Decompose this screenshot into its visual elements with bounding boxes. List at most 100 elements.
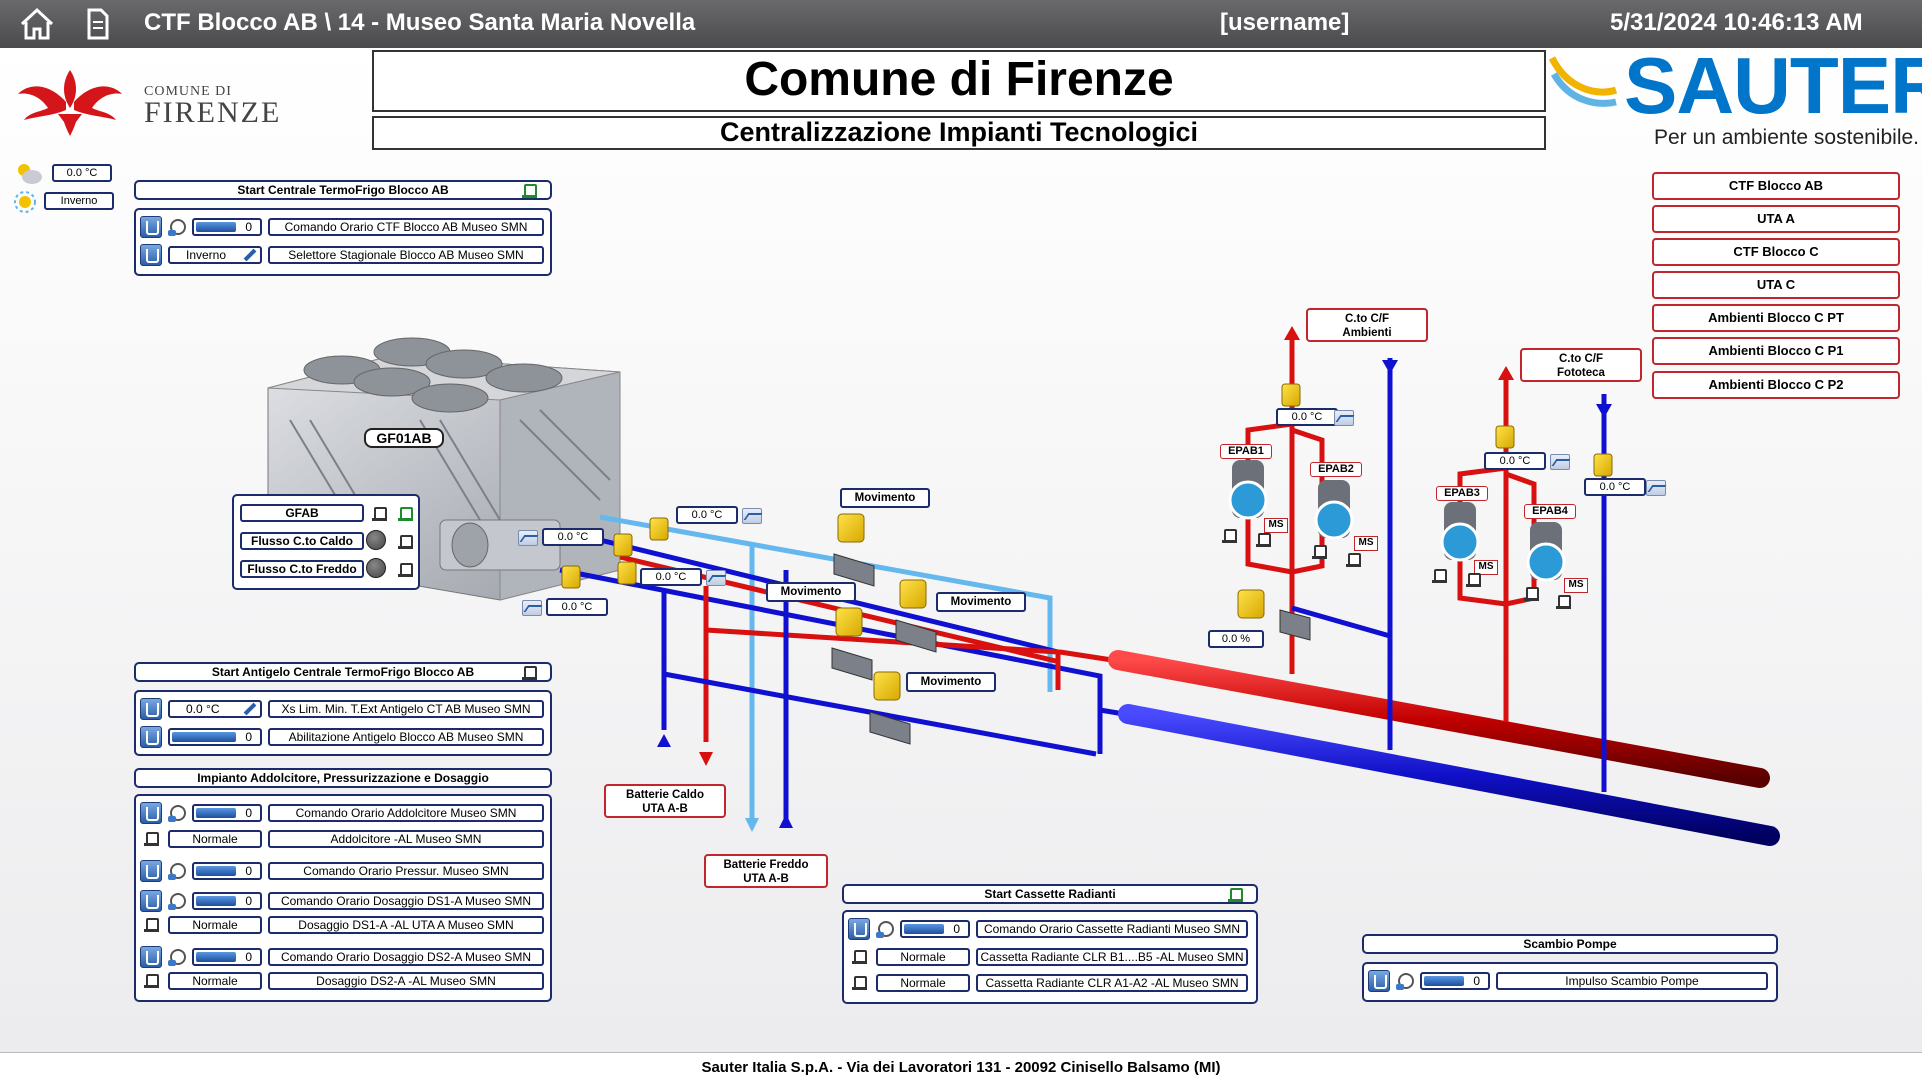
trend-icon[interactable] — [742, 508, 762, 524]
batterie-freddo-line2: UTA A-B — [743, 873, 789, 885]
antigelo-lamp-icon[interactable] — [522, 665, 537, 681]
addolcitore-value-4[interactable]: 0 — [192, 892, 262, 910]
pumps — [1228, 460, 1566, 582]
antigelo-row-2: 0 Abilitazione Antigelo Blocco AB Museo … — [138, 726, 548, 748]
trend-icon[interactable] — [1646, 480, 1666, 496]
pump-epab2-lamp-icon[interactable] — [1312, 544, 1327, 560]
value-bar — [196, 896, 236, 906]
addolcitore-value-1[interactable]: 0 — [192, 804, 262, 822]
override-hand-icon[interactable] — [140, 860, 162, 882]
alarm-lamp-icon[interactable] — [852, 975, 867, 991]
addolcitore-label-5: Dosaggio DS1-A -AL UTA A Museo SMN — [268, 916, 544, 934]
override-hand-icon[interactable] — [140, 726, 162, 748]
pump-epab4-lamp-icon[interactable] — [1556, 594, 1571, 610]
override-hand-icon[interactable] — [140, 802, 162, 824]
addolcitore-value-6[interactable]: 0 — [192, 948, 262, 966]
pump-epab3-lamp-icon[interactable] — [1432, 568, 1447, 584]
override-hand-icon[interactable] — [140, 216, 162, 238]
schedule-clock-icon[interactable] — [166, 860, 188, 882]
nav-ctf-blocco-ab[interactable]: CTF Blocco AB — [1652, 172, 1900, 200]
override-hand-icon[interactable] — [140, 244, 162, 266]
cto-ambienti-line2: Ambienti — [1342, 327, 1392, 339]
chiller-status-gfab: GFAB — [240, 504, 364, 522]
pump-epab1-lamp-icon[interactable] — [1222, 528, 1237, 544]
override-hand-icon[interactable] — [140, 946, 162, 968]
pump-tag-epab4: EPAB4 — [1524, 504, 1576, 519]
addolcitore-row-3: 0 Comando Orario Pressur. Museo SMN — [138, 860, 548, 882]
alarm-lamp-icon[interactable] — [144, 917, 159, 933]
value-bar — [196, 866, 236, 876]
nav-uta-a[interactable]: UTA A — [1652, 205, 1900, 233]
valve-percentage: 0.0 % — [1208, 630, 1264, 648]
override-hand-icon[interactable] — [140, 698, 162, 720]
trend-icon[interactable] — [522, 600, 542, 616]
actuator-icon — [835, 607, 863, 637]
trend-icon[interactable] — [1550, 454, 1570, 470]
alarm-lamp-icon[interactable] — [852, 949, 867, 965]
document-icon[interactable] — [76, 4, 118, 44]
chiller-name: GF01AB — [364, 428, 444, 448]
home-icon[interactable] — [16, 4, 58, 44]
pump-ms-epab3: MS — [1474, 560, 1498, 575]
trend-icon[interactable] — [1334, 410, 1354, 426]
pump-epab4-lamp-icon[interactable] — [1524, 586, 1539, 602]
sauter-swoosh-icon — [1548, 50, 1618, 112]
antigelo-value-2[interactable]: 0 — [168, 728, 262, 746]
scambio-value-1[interactable]: 0 — [1420, 972, 1490, 990]
city-logo-line1: COMUNE DI — [144, 84, 232, 99]
hot-flow-lamp-icon[interactable] — [398, 534, 413, 550]
gfab-start-icon[interactable] — [398, 506, 413, 522]
hot-collector — [1108, 650, 1770, 788]
cto-fototeca-line1: C.to C/F — [1558, 353, 1604, 365]
temp-sensor-icon — [613, 533, 633, 557]
value-bar — [196, 808, 236, 818]
antigelo-setpoint[interactable]: 0.0 °C — [168, 700, 262, 718]
panel-antigelo-title: Start Antigelo Centrale TermoFrigo Blocc… — [134, 662, 552, 682]
nav-uta-c[interactable]: UTA C — [1652, 271, 1900, 299]
season-value: Inverno — [44, 192, 114, 210]
override-hand-icon[interactable] — [1368, 970, 1390, 992]
antigelo-label-1: Xs Lim. Min. T.Ext Antigelo CT AB Museo … — [268, 700, 544, 718]
edit-pencil-icon[interactable] — [242, 702, 258, 716]
value-text: 0 — [245, 806, 252, 820]
nav-ambienti-blocco-c-pt[interactable]: Ambienti Blocco C PT — [1652, 304, 1900, 332]
override-hand-icon[interactable] — [140, 890, 162, 912]
season-selector[interactable]: Inverno — [168, 246, 262, 264]
cassette-lamp-icon[interactable] — [1228, 887, 1243, 903]
gfab-status-icon[interactable] — [372, 506, 387, 522]
cold-flow-indicator — [366, 558, 386, 578]
pump-epab3-lamp-icon[interactable] — [1466, 572, 1481, 588]
valve-icon — [831, 647, 873, 681]
trend-icon[interactable] — [518, 530, 538, 546]
schedule-clock-icon[interactable] — [874, 918, 896, 940]
schedule-clock-icon[interactable] — [166, 802, 188, 824]
panel-start-ctf: 0 Comando Orario CTF Blocco AB Museo SMN… — [134, 208, 552, 276]
nav-ctf-blocco-c[interactable]: CTF Blocco C — [1652, 238, 1900, 266]
alarm-lamp-icon[interactable] — [144, 973, 159, 989]
schedule-clock-icon[interactable] — [166, 890, 188, 912]
schedule-clock-icon[interactable] — [166, 946, 188, 968]
addolcitore-label-1: Comando Orario Addolcitore Museo SMN — [268, 804, 544, 822]
override-hand-icon[interactable] — [848, 918, 870, 940]
cassette-value-2: Normale — [876, 948, 970, 966]
pipe-blue — [559, 567, 1103, 754]
scambio-row-1: 0 Impulso Scambio Pompe — [1366, 970, 1774, 992]
temp-sensor-icon — [561, 565, 581, 589]
nav-ambienti-blocco-c-p2[interactable]: Ambienti Blocco C P2 — [1652, 371, 1900, 399]
addolcitore-row-1: 0 Comando Orario Addolcitore Museo SMN — [138, 802, 548, 824]
panel-cassette-title-text: Start Cassette Radianti — [984, 887, 1116, 901]
antigelo-setpoint-value: 0.0 °C — [186, 702, 220, 716]
start-ctf-value-1[interactable]: 0 — [192, 218, 262, 236]
schedule-clock-icon[interactable] — [1394, 970, 1416, 992]
cold-flow-lamp-icon[interactable] — [398, 562, 413, 578]
pump-epab2-lamp-icon[interactable] — [1346, 552, 1361, 568]
trend-icon[interactable] — [706, 570, 726, 586]
label-batterie-caldo: Batterie Caldo UTA A-B — [604, 784, 726, 818]
nav-ambienti-blocco-c-p1[interactable]: Ambienti Blocco C P1 — [1652, 337, 1900, 365]
cassette-value-1[interactable]: 0 — [900, 920, 970, 938]
start-ctf-lamp-icon[interactable] — [522, 183, 537, 199]
addolcitore-value-3[interactable]: 0 — [192, 862, 262, 880]
pump-epab1-lamp-icon[interactable] — [1256, 532, 1271, 548]
alarm-lamp-icon[interactable] — [144, 831, 159, 847]
schedule-clock-icon[interactable] — [166, 216, 188, 238]
